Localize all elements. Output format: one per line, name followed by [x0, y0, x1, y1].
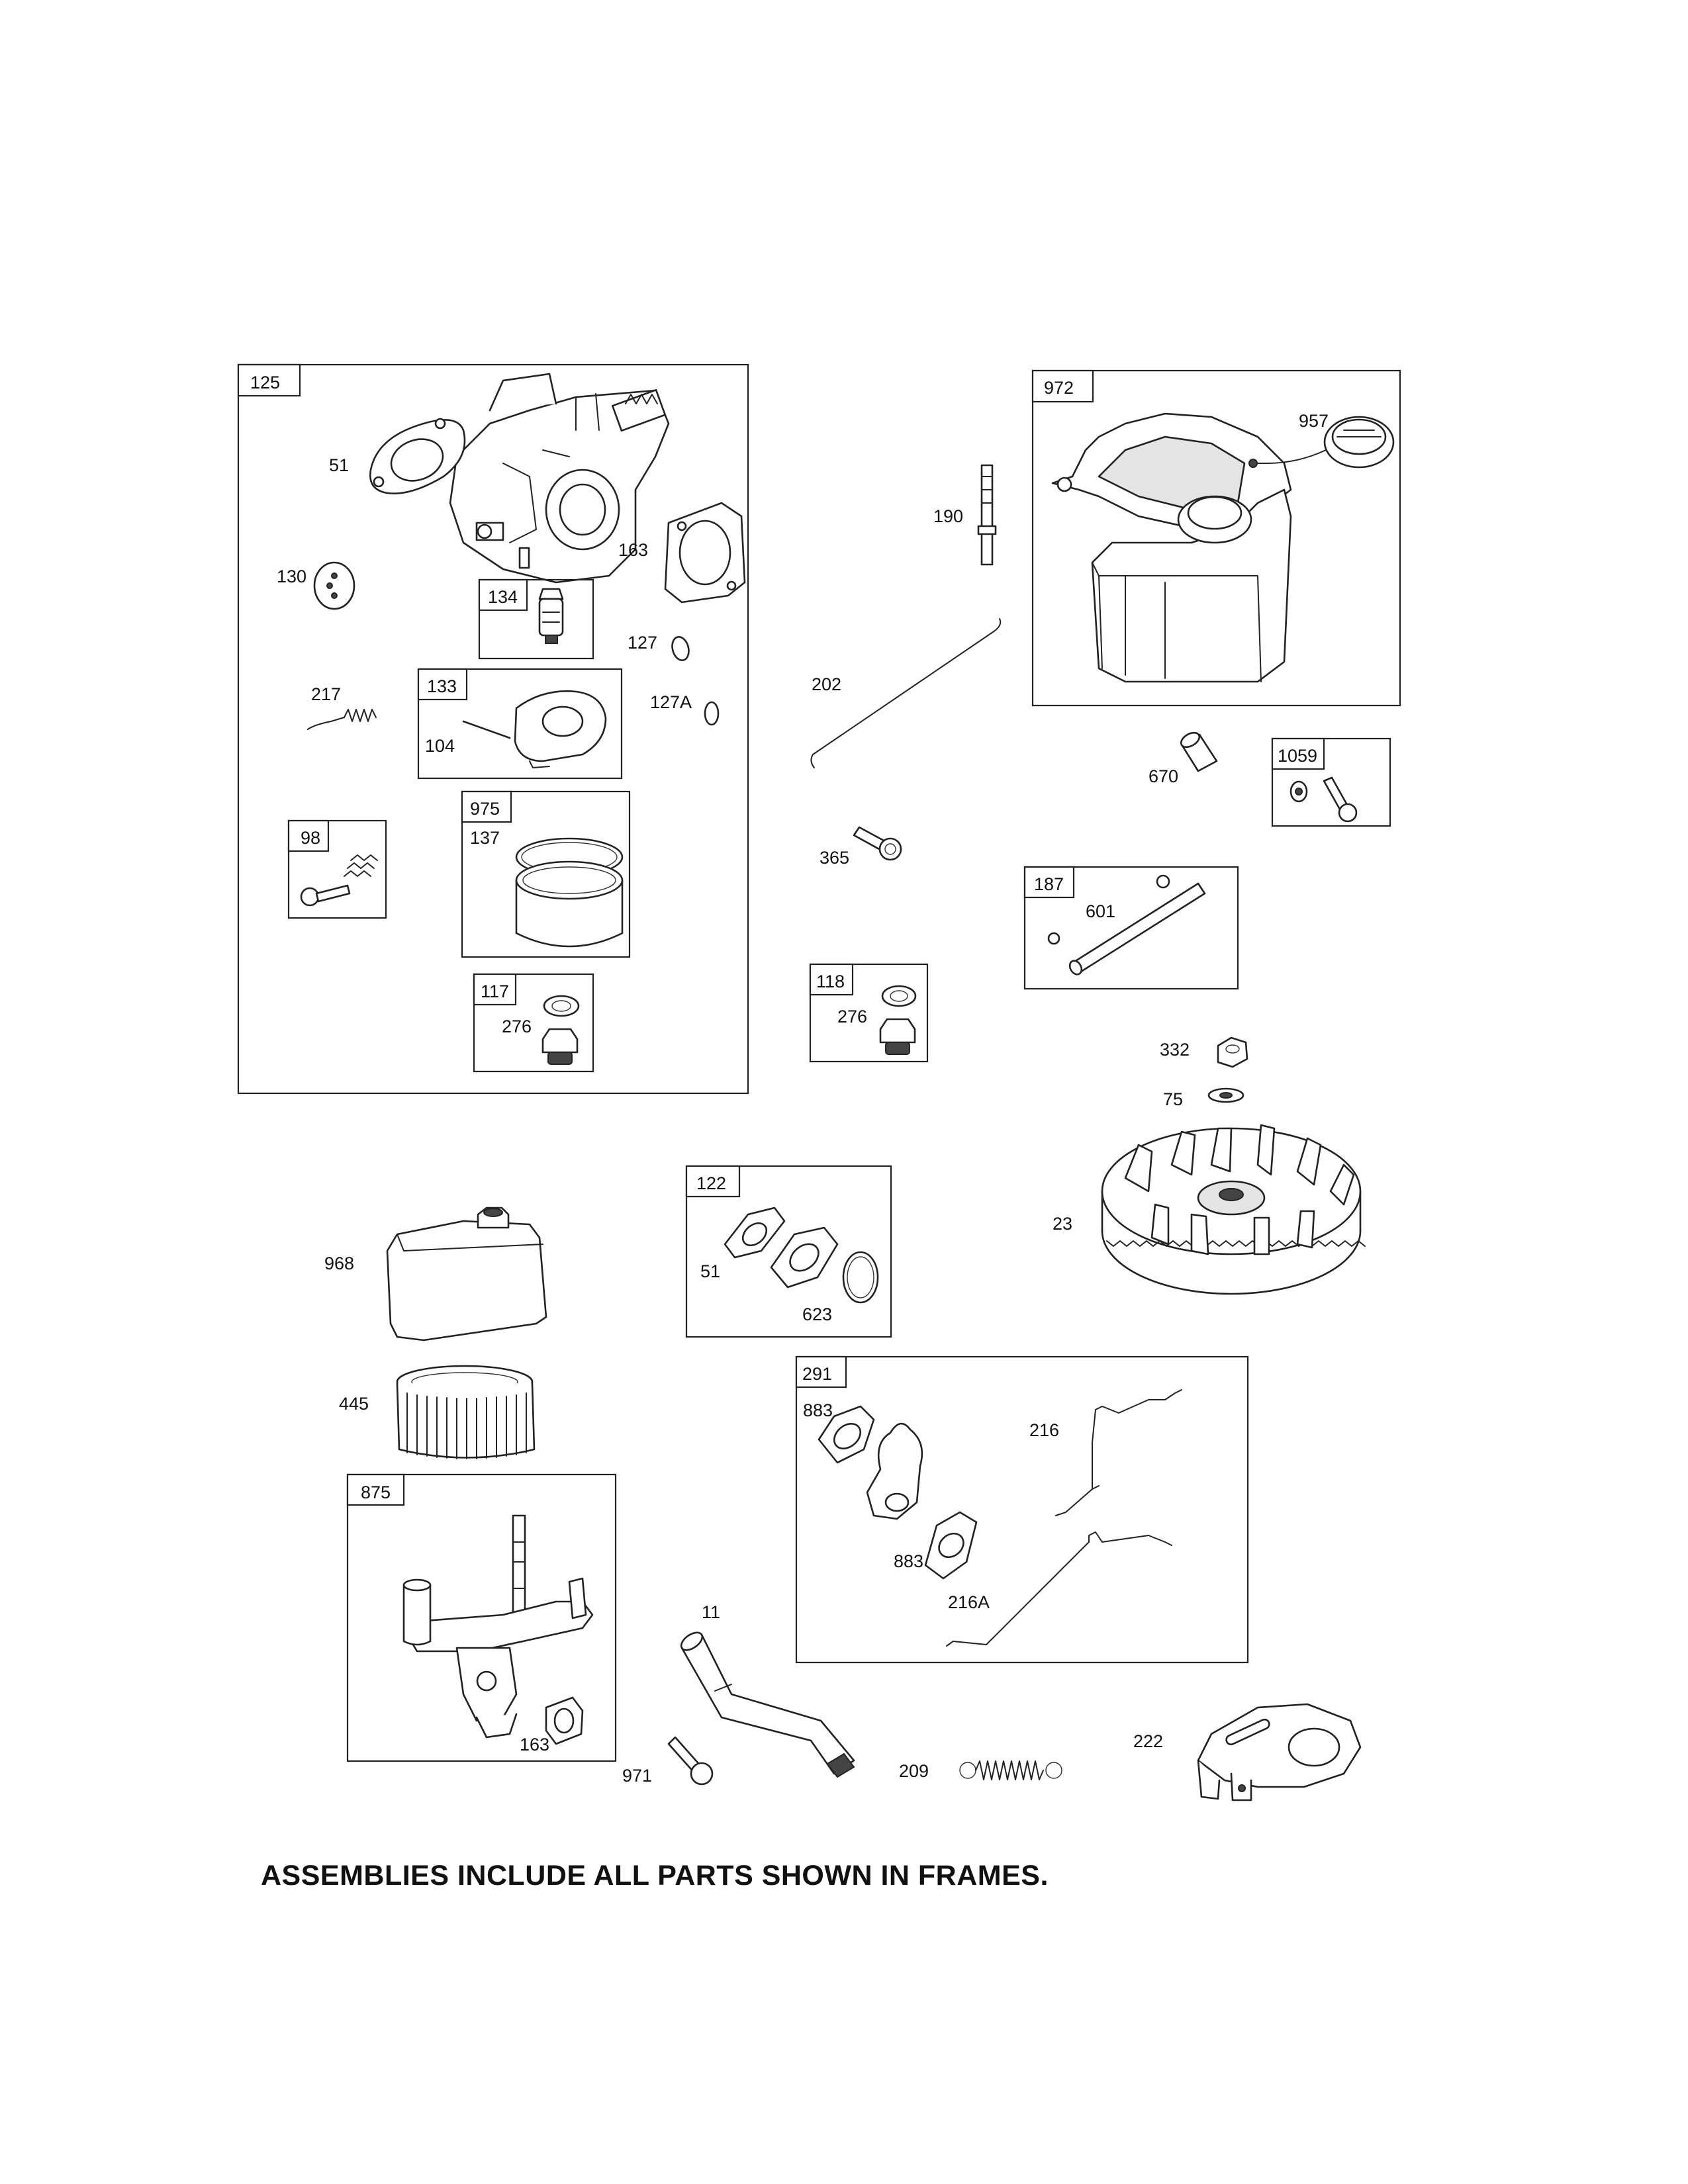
- label-445: 445: [339, 1394, 369, 1414]
- nut-332-illustration: [1217, 1036, 1248, 1068]
- frame-875: 875: [346, 1473, 617, 1762]
- frame-98: 98: [287, 819, 387, 919]
- label-104: 104: [425, 736, 455, 756]
- frame-125: 125: [237, 363, 749, 1095]
- label-51b: 51: [700, 1261, 720, 1281]
- label-163: 163: [618, 540, 648, 560]
- label-190: 190: [933, 506, 963, 526]
- frame-label-134: 134: [488, 587, 518, 607]
- label-883b: 883: [894, 1551, 923, 1571]
- label-276b: 276: [837, 1007, 867, 1026]
- rod-202-illustration: [810, 618, 1002, 768]
- label-670: 670: [1149, 766, 1178, 786]
- frame-975: 975: [461, 790, 631, 958]
- gasket-163-illustration: [664, 502, 746, 604]
- label-883a: 883: [803, 1400, 833, 1420]
- filter-445-illustration: [396, 1365, 536, 1459]
- frame-133: 133: [417, 668, 623, 780]
- label-75: 75: [1163, 1089, 1183, 1109]
- frame-label-122: 122: [696, 1173, 726, 1193]
- label-51: 51: [329, 455, 349, 475]
- frame-label-118: 118: [816, 972, 845, 991]
- bolt-971-illustration: [667, 1736, 714, 1786]
- frame-118: 118: [809, 963, 929, 1063]
- frame-1059: 1059: [1271, 737, 1391, 827]
- label-957: 957: [1299, 411, 1329, 431]
- stud-190-illustration: [977, 464, 997, 566]
- label-130: 130: [277, 567, 306, 586]
- part-127-illustration: [671, 636, 690, 661]
- washer-75-illustration: [1207, 1087, 1244, 1103]
- footnote: ASSEMBLIES INCLUDE ALL PARTS SHOWN IN FR…: [261, 1860, 1049, 1891]
- frame-label-125: 125: [250, 373, 280, 392]
- spring-209-illustration: [959, 1760, 1062, 1780]
- frame-972: 972: [1031, 369, 1401, 707]
- label-23: 23: [1053, 1214, 1072, 1234]
- fuel-cap-957-illustration: [1248, 416, 1395, 469]
- label-11: 11: [702, 1602, 720, 1622]
- label-971: 971: [622, 1766, 652, 1786]
- frame-117: 117: [473, 973, 594, 1073]
- bracket-222-illustration: [1197, 1703, 1362, 1801]
- flywheel-23-illustration: [1101, 1124, 1366, 1295]
- frame-label-875: 875: [361, 1482, 391, 1502]
- bolt-365-illustration: [853, 826, 902, 861]
- part-130-illustration: [313, 561, 355, 610]
- label-601: 601: [1086, 901, 1115, 921]
- cover-968-illustration: [386, 1206, 547, 1342]
- label-365: 365: [820, 848, 849, 868]
- frame-label-117: 117: [481, 981, 509, 1001]
- frame-label-133: 133: [427, 676, 457, 696]
- label-163b: 163: [520, 1735, 549, 1754]
- label-209: 209: [899, 1761, 929, 1781]
- frame-label-972: 972: [1044, 378, 1074, 398]
- frame-label-1059: 1059: [1278, 746, 1317, 766]
- frame-label-975: 975: [470, 799, 500, 819]
- frame-label-187: 187: [1034, 874, 1064, 894]
- frame-122: 122: [685, 1165, 892, 1338]
- label-276: 276: [502, 1017, 532, 1036]
- label-623: 623: [802, 1304, 832, 1324]
- label-222: 222: [1133, 1731, 1163, 1751]
- label-202: 202: [812, 674, 841, 694]
- frame-label-98: 98: [301, 828, 320, 848]
- frame-label-291: 291: [802, 1364, 832, 1384]
- part-127A-illustration: [704, 701, 720, 726]
- frame-134: 134: [478, 578, 594, 660]
- carburetor-illustration: [449, 373, 670, 584]
- frame-291: 291: [795, 1355, 1249, 1664]
- tube-11-illustration: [680, 1631, 855, 1778]
- spring-217-illustration: [307, 709, 377, 730]
- label-968: 968: [324, 1253, 354, 1273]
- gasket-51-illustration: [369, 418, 466, 494]
- label-137: 137: [470, 828, 500, 848]
- bushing-670-illustration: [1180, 731, 1218, 772]
- label-216: 216: [1029, 1420, 1059, 1440]
- label-332: 332: [1160, 1040, 1190, 1060]
- label-127A: 127A: [650, 692, 692, 712]
- label-127: 127: [628, 633, 657, 653]
- frame-187: 187: [1023, 866, 1239, 990]
- label-216A: 216A: [948, 1592, 990, 1612]
- label-217: 217: [311, 684, 341, 704]
